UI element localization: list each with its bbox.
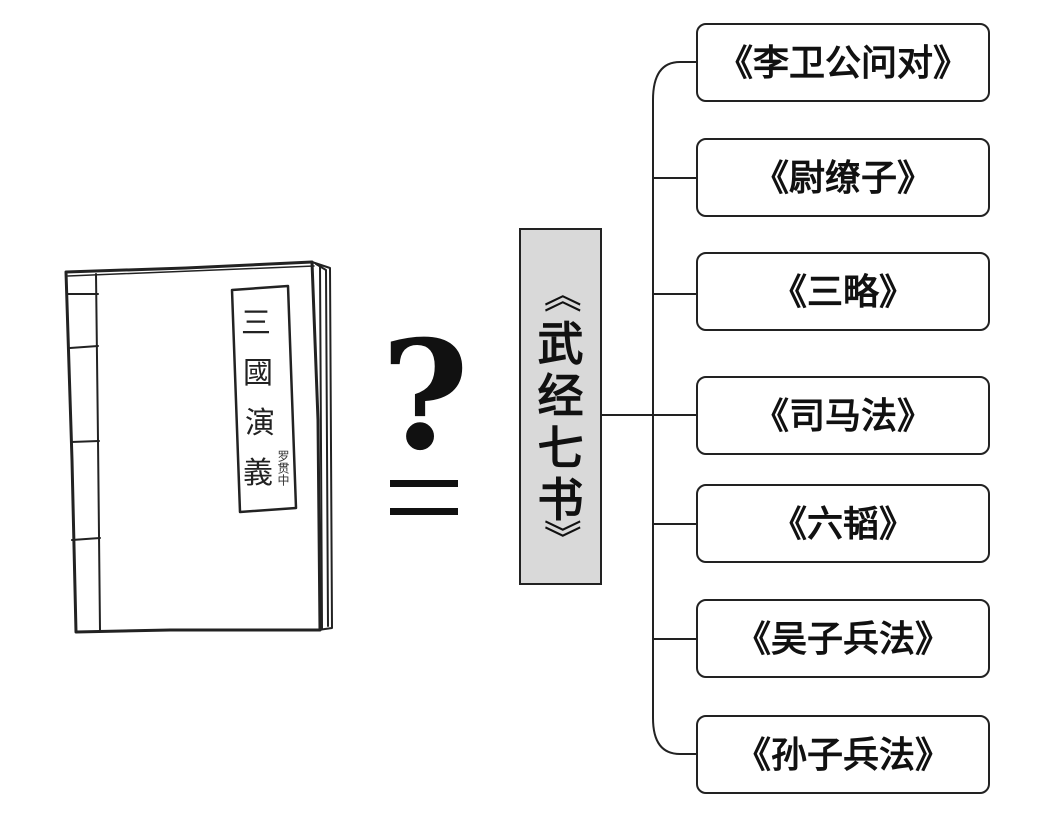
book-node-label: 《尉缭子》 (753, 157, 933, 199)
book-node: 《李卫公问对》 (696, 23, 990, 102)
book-spine-line (95, 273, 101, 631)
center-node-char-3: 七 (538, 421, 584, 475)
book-page-edges (311, 261, 333, 631)
equals-bar-top (390, 480, 458, 487)
book-node-box (696, 376, 990, 455)
book-node-label: 《司马法》 (753, 395, 933, 437)
book-list: 《李卫公问对》 《尉缭子》 《三略》 《司马法》 《六韬》 《吴子兵法》 《孙子… (696, 23, 990, 794)
book-stitch-4 (71, 537, 101, 541)
center-node-open-mark: 《 (540, 275, 584, 313)
question-mark: ? (381, 308, 469, 484)
book-title-char-1: 三 (241, 306, 271, 341)
book-node: 《尉缭子》 (696, 138, 990, 217)
center-node-box (519, 228, 602, 585)
center-node: 《 武 经 七 书 》 (519, 228, 602, 585)
book-node: 《吴子兵法》 (696, 599, 990, 678)
book-node-box (696, 599, 990, 678)
center-node-char-2: 经 (538, 369, 584, 423)
book-node: 《三略》 (696, 252, 990, 331)
book-node-box (696, 23, 990, 102)
book-title-label: 三 國 演 義 罗贯中 (241, 306, 290, 491)
book-node: 《六韬》 (696, 484, 990, 563)
book-title-char-4: 義 (243, 456, 273, 491)
book-node-label: 《六韬》 (771, 503, 915, 545)
center-node-char-4: 书 (538, 473, 584, 527)
book-author: 罗贯中 (276, 450, 290, 486)
book-title-char-3: 演 (245, 406, 275, 441)
book-title-char-2: 國 (243, 356, 273, 391)
book-top-edge (67, 265, 315, 277)
question-equals-symbol: ? (381, 308, 469, 515)
book-node-label: 《孙子兵法》 (735, 734, 951, 776)
book-illustration (64, 260, 333, 634)
center-node-close-mark: 》 (540, 519, 584, 557)
book-node-box (696, 252, 990, 331)
connectors (601, 61, 697, 755)
book-node-label: 《李卫公问对》 (717, 42, 969, 84)
book-stitch-3 (70, 440, 100, 443)
book-node-box (696, 715, 990, 794)
connector-trunk (652, 61, 697, 755)
center-node-char-1: 武 (538, 317, 584, 371)
book-node-box (696, 138, 990, 217)
book-stitch-2 (69, 345, 99, 349)
book-node: 《司马法》 (696, 376, 990, 455)
book-node-label: 《吴子兵法》 (735, 618, 951, 660)
book-title-slip (230, 284, 298, 514)
book-node: 《孙子兵法》 (696, 715, 990, 794)
book-node-label: 《三略》 (771, 271, 915, 313)
equals-bar-bottom (390, 508, 458, 515)
book-node-box (696, 484, 990, 563)
